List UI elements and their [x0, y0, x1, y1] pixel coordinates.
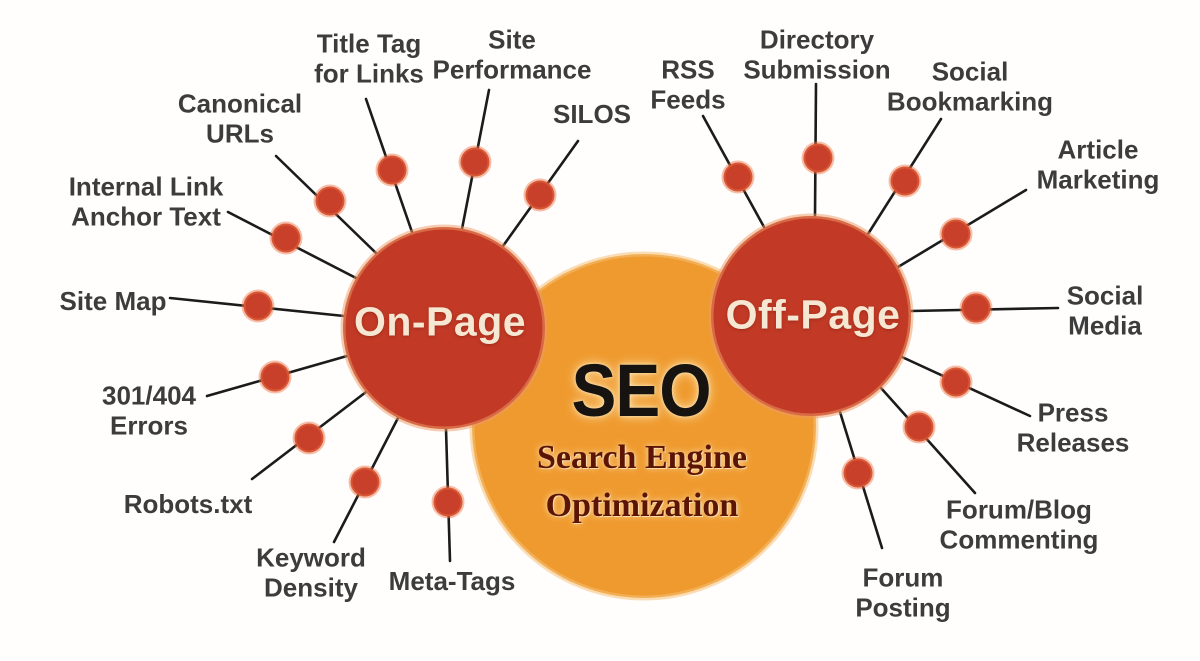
spoke-label-site-map: Site Map [59, 285, 167, 316]
node-dot-meta-tags [431, 485, 465, 519]
node-dot-silos [523, 178, 557, 212]
node-dot-site-performance [458, 145, 492, 179]
node-dot-article-marketing [939, 217, 973, 251]
spoke-label-meta-tags: Meta-Tags [388, 565, 516, 596]
node-dot-canonical-urls [313, 184, 347, 218]
spoke-label-forum-posting: Forum Posting [855, 562, 951, 623]
node-dot-forum-blog [902, 410, 936, 444]
spoke-label-article-marketing: Article Marketing [1036, 134, 1160, 195]
spoke-line-forum-blog [879, 386, 977, 495]
hub-subtitle: Search Engine Optimization [536, 439, 748, 524]
node-dot-keyword-density [348, 465, 382, 499]
node-dot-errors [258, 360, 292, 394]
spoke-label-robots: Robots.txt [123, 488, 253, 519]
spoke-label-press-releases: Press Releases [1016, 397, 1130, 458]
node-dot-social-media [959, 291, 993, 325]
on-page-label: On-Page [353, 298, 527, 345]
spoke-label-directory-submission: Directory Submission [743, 24, 891, 85]
node-dot-rss-feeds [721, 160, 755, 194]
spoke-label-canonical-urls: Canonical URLs [177, 88, 303, 149]
node-dot-directory-submission [801, 141, 835, 175]
node-dot-social-bookmarking [888, 164, 922, 198]
spoke-label-title-tag: Title Tag for Links [314, 28, 424, 89]
node-dot-press-releases [939, 365, 973, 399]
node-dot-internal-link [269, 221, 303, 255]
off-page-circle [708, 213, 914, 419]
spoke-label-forum-blog: Forum/Blog Commenting [939, 494, 1099, 555]
spoke-label-errors: 301/404 Errors [102, 380, 196, 441]
spoke-label-rss-feeds: RSS Feeds [650, 54, 726, 115]
spoke-label-silos: SILOS [552, 98, 632, 129]
spoke-label-internal-link: Internal Link Anchor Text [68, 171, 224, 232]
node-dot-forum-posting [841, 456, 875, 490]
on-page-circle [340, 224, 548, 432]
spoke-label-social-media: Social Media [1066, 280, 1144, 341]
spoke-label-social-bookmarking: Social Bookmarking [886, 56, 1054, 117]
spoke-label-keyword-density: Keyword Density [256, 542, 366, 603]
node-dot-title-tag [375, 153, 409, 187]
node-dot-robots [292, 421, 326, 455]
spoke-label-site-performance: Site Performance [432, 24, 592, 85]
off-page-label: Off-Page [725, 291, 901, 338]
hub-title: SEO [571, 348, 711, 432]
node-dot-site-map [241, 289, 275, 323]
